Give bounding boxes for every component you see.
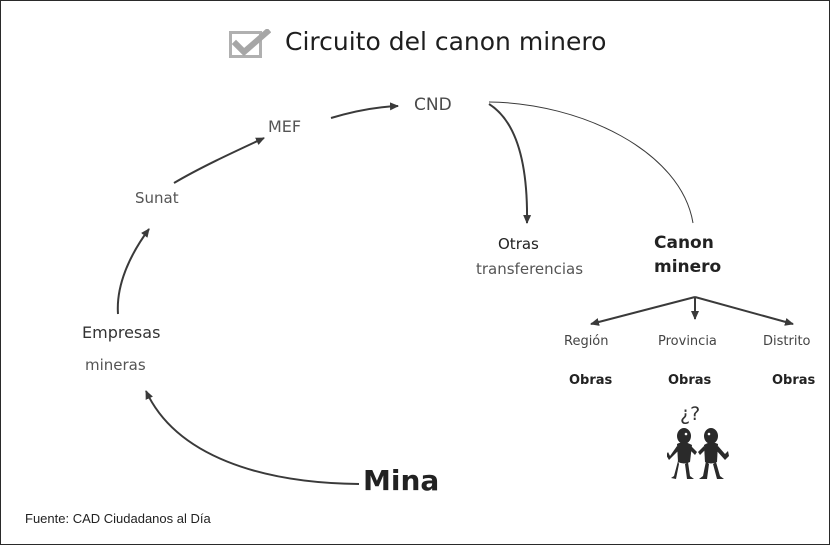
arrow-sunat-mef	[173, 137, 265, 184]
node-canon-line1: Canon	[654, 233, 714, 253]
checkbox-checked-icon	[229, 27, 272, 63]
node-mineras: mineras	[85, 356, 146, 374]
obras-distrito: Obras	[772, 373, 816, 388]
arc-cnd-canon	[488, 101, 694, 224]
level-provincia: Provincia	[658, 334, 717, 349]
node-cnd: CND	[414, 95, 452, 115]
two-people-thinking-icon	[666, 426, 729, 488]
node-sunat: Sunat	[135, 189, 179, 207]
arrow-mina-empresas	[145, 390, 360, 485]
level-distrito: Distrito	[763, 334, 811, 349]
node-otras-line2: transferencias	[476, 260, 584, 278]
node-mef: MEF	[268, 117, 302, 136]
node-canon-line2: minero	[654, 257, 722, 277]
arrow-canon-region	[590, 296, 696, 326]
arrow-empresas-sunat	[116, 228, 150, 315]
arrow-mef-cnd	[330, 102, 399, 119]
node-empresas: Empresas	[82, 323, 161, 342]
obras-region: Obras	[569, 373, 613, 388]
question-mark: ¿?	[680, 403, 701, 425]
node-otras-line1: Otras	[498, 235, 539, 253]
level-region: Región	[564, 334, 609, 349]
obras-provincia: Obras	[668, 373, 712, 388]
arrow-cnd-otras	[488, 103, 532, 224]
source-note: Fuente: CAD Ciudadanos al Día	[25, 511, 211, 526]
page-title: Circuito del canon minero	[285, 27, 607, 56]
arrow-canon-distrito	[694, 296, 794, 326]
node-mina: Mina	[363, 464, 440, 497]
